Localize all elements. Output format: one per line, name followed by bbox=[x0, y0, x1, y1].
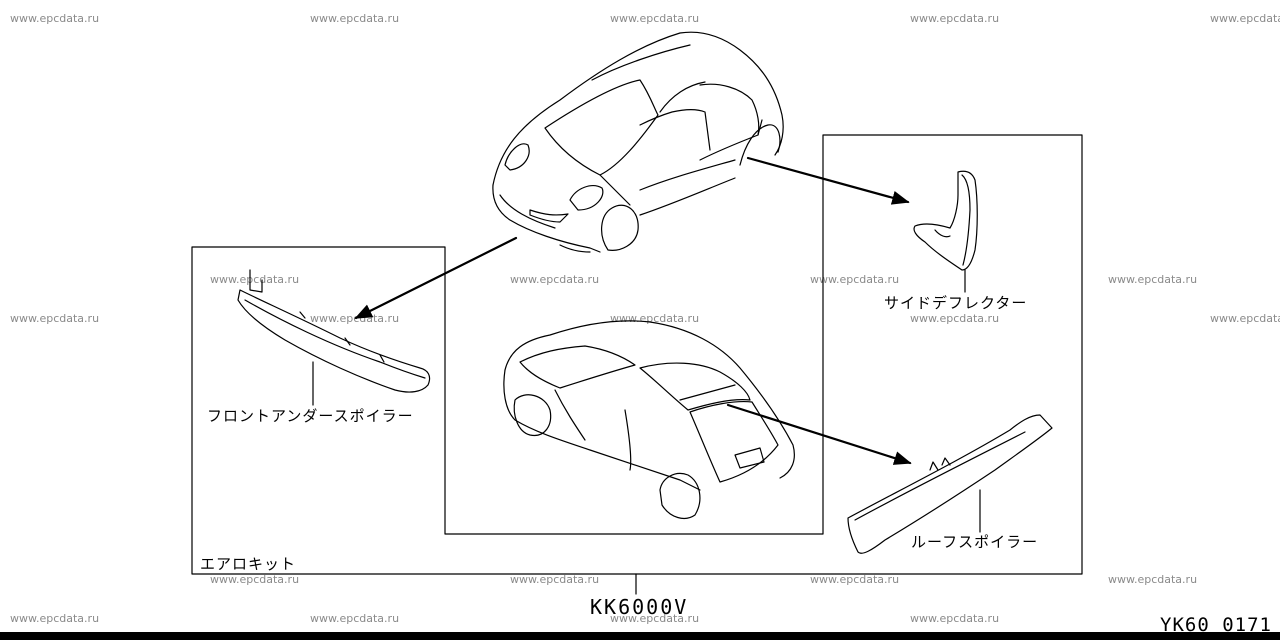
watermark-text: www.epcdata.ru bbox=[510, 273, 600, 286]
watermark-text: www.epcdata.ru bbox=[610, 12, 700, 25]
watermark-text: www.epcdata.ru bbox=[910, 312, 1000, 325]
watermark-text: www.epcdata.ru bbox=[1210, 312, 1280, 325]
side-deflector-label: サイドデフレクター bbox=[884, 294, 1028, 312]
watermark-text: www.epcdata.ru bbox=[1210, 12, 1280, 25]
watermark-text: www.epcdata.ru bbox=[910, 12, 1000, 25]
side-deflector-part bbox=[913, 170, 978, 271]
watermark-text: www.epcdata.ru bbox=[310, 612, 400, 625]
watermark-text: www.epcdata.ru bbox=[610, 312, 700, 325]
watermark-text: www.epcdata.ru bbox=[10, 612, 100, 625]
bottom-border bbox=[0, 632, 1280, 640]
watermark-text: www.epcdata.ru bbox=[310, 12, 400, 25]
watermark-text: www.epcdata.ru bbox=[810, 273, 900, 286]
watermark-text: www.epcdata.ru bbox=[510, 573, 600, 586]
car-front-view-illustration bbox=[492, 31, 784, 253]
watermark-text: www.epcdata.ru bbox=[910, 612, 1000, 625]
watermark-text: www.epcdata.ru bbox=[610, 612, 700, 625]
watermark-text: www.epcdata.ru bbox=[210, 573, 300, 586]
part-number: KK6000V bbox=[590, 595, 689, 619]
watermark-text: www.epcdata.ru bbox=[10, 312, 100, 325]
aero-kit-frame bbox=[191, 134, 1083, 575]
arrow-to-roof-spoiler bbox=[726, 403, 912, 465]
watermark-text: www.epcdata.ru bbox=[210, 273, 300, 286]
diagram-code: YK60 0171 bbox=[1160, 614, 1272, 636]
front-under-spoiler-part bbox=[237, 269, 431, 393]
arrow-to-front-under-spoiler bbox=[354, 236, 518, 320]
roof-spoiler-label: ルーフスポイラー bbox=[911, 533, 1039, 551]
watermark-text: www.epcdata.ru bbox=[1108, 573, 1198, 586]
watermark-text: www.epcdata.ru bbox=[10, 12, 100, 25]
arrow-to-side-deflector bbox=[746, 156, 910, 205]
watermark-text: www.epcdata.ru bbox=[810, 573, 900, 586]
front-under-spoiler-label: フロントアンダースポイラー bbox=[207, 407, 414, 425]
aero-kit-label: エアロキット bbox=[200, 555, 297, 573]
roof-spoiler-part bbox=[847, 414, 1053, 554]
car-rear-view-illustration bbox=[503, 320, 795, 519]
watermark-text: www.epcdata.ru bbox=[1108, 273, 1198, 286]
